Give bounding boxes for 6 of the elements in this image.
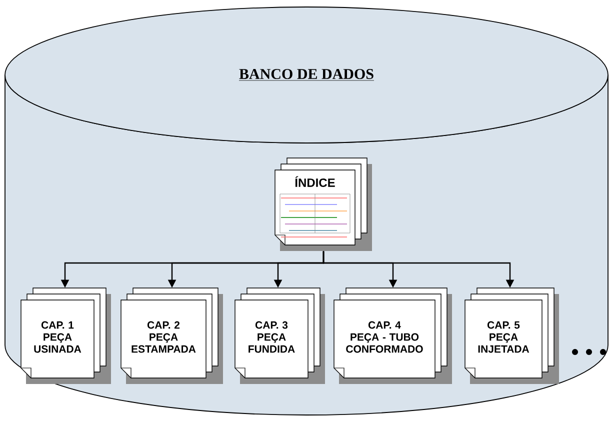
chapter-document-stack: CAP. 3 PEÇA FUNDIDA [234, 288, 325, 384]
chapter-document-stack: CAP. 1 PEÇA USINADA [20, 288, 111, 384]
chapter-document-stack: CAP. 4 PEÇA - TUBO CONFORMADO [334, 288, 452, 384]
index-document-stack: ÍNDICE [274, 158, 372, 251]
chapter-document-stack: CAP. 2 PEÇA ESTAMPADA [120, 288, 223, 384]
chapter-document-stack: CAP. 5 PEÇA INJETADA [464, 288, 559, 384]
